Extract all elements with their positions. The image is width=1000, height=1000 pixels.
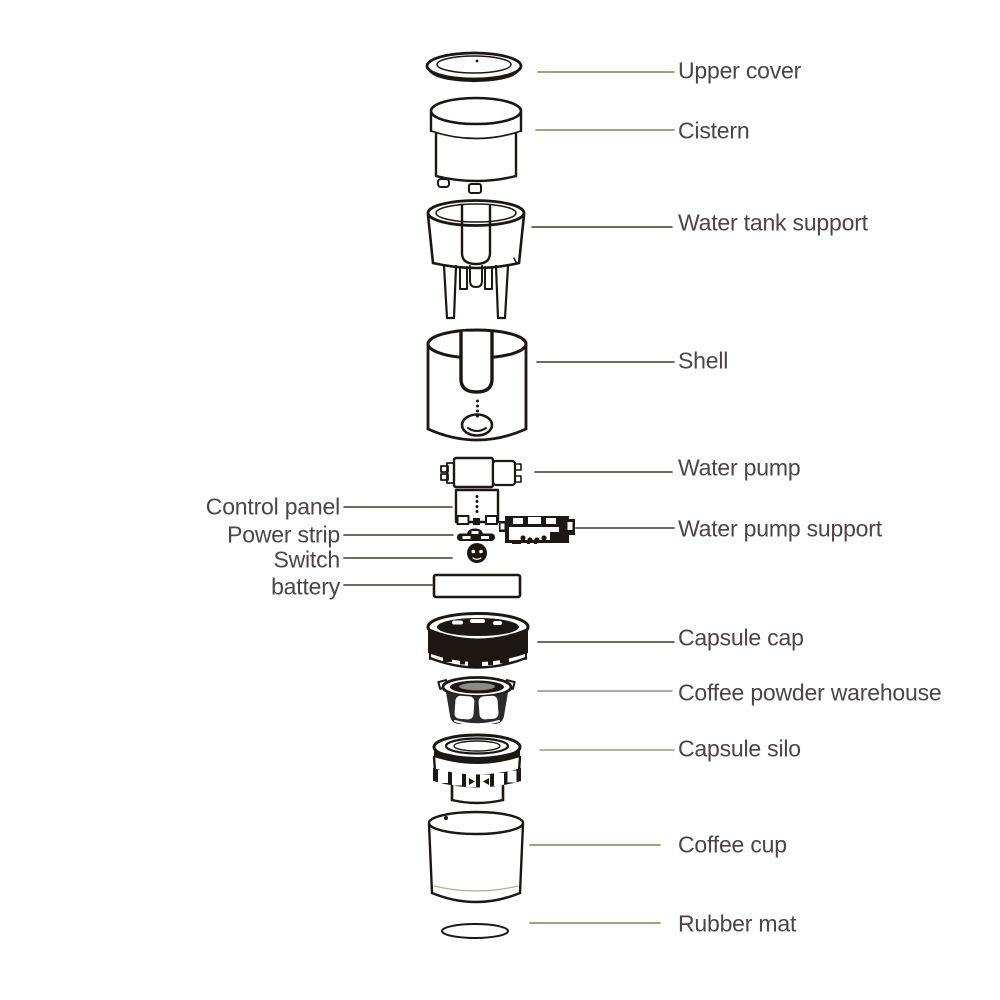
label-power-strip: Power strip bbox=[227, 521, 340, 548]
label-cistern: Cistern bbox=[678, 117, 750, 144]
rubber-mat-drawing bbox=[441, 923, 509, 939]
upper-cover-drawing bbox=[425, 51, 523, 83]
label-coffee-cup: Coffee cup bbox=[678, 831, 787, 858]
label-water-pump-support: Water pump support bbox=[678, 515, 882, 542]
cistern-drawing bbox=[429, 96, 523, 194]
label-capsule-cap: Capsule cap bbox=[678, 624, 804, 651]
label-water-tank-support: Water tank support bbox=[678, 209, 868, 236]
label-switch: Switch bbox=[273, 546, 340, 573]
label-control-panel: Control panel bbox=[205, 493, 340, 520]
label-capsule-silo: Capsule silo bbox=[678, 735, 801, 762]
coffee-powder-warehouse-drawing bbox=[437, 676, 516, 726]
water-tank-support-drawing bbox=[426, 199, 526, 320]
coffee-cup-drawing bbox=[427, 810, 525, 904]
battery-drawing bbox=[432, 573, 522, 599]
label-rubber-mat: Rubber mat bbox=[678, 910, 797, 937]
switch-drawing bbox=[467, 543, 487, 563]
label-upper-cover: Upper cover bbox=[678, 57, 802, 84]
shell-drawing bbox=[426, 328, 528, 442]
label-battery: battery bbox=[271, 573, 340, 600]
label-coffee-powder-warehouse: Coffee powder warehouse bbox=[678, 679, 942, 706]
label-shell: Shell bbox=[678, 347, 729, 374]
leader-lines bbox=[343, 71, 675, 924]
power-strip-drawing bbox=[457, 528, 495, 541]
label-water-pump: Water pump bbox=[678, 454, 801, 481]
capsule-silo-drawing bbox=[432, 733, 522, 805]
water-pump-support-drawing bbox=[499, 516, 575, 544]
water-pump-drawing bbox=[440, 456, 522, 489]
capsule-cap-drawing bbox=[426, 612, 530, 669]
control-panel-drawing bbox=[454, 488, 500, 525]
